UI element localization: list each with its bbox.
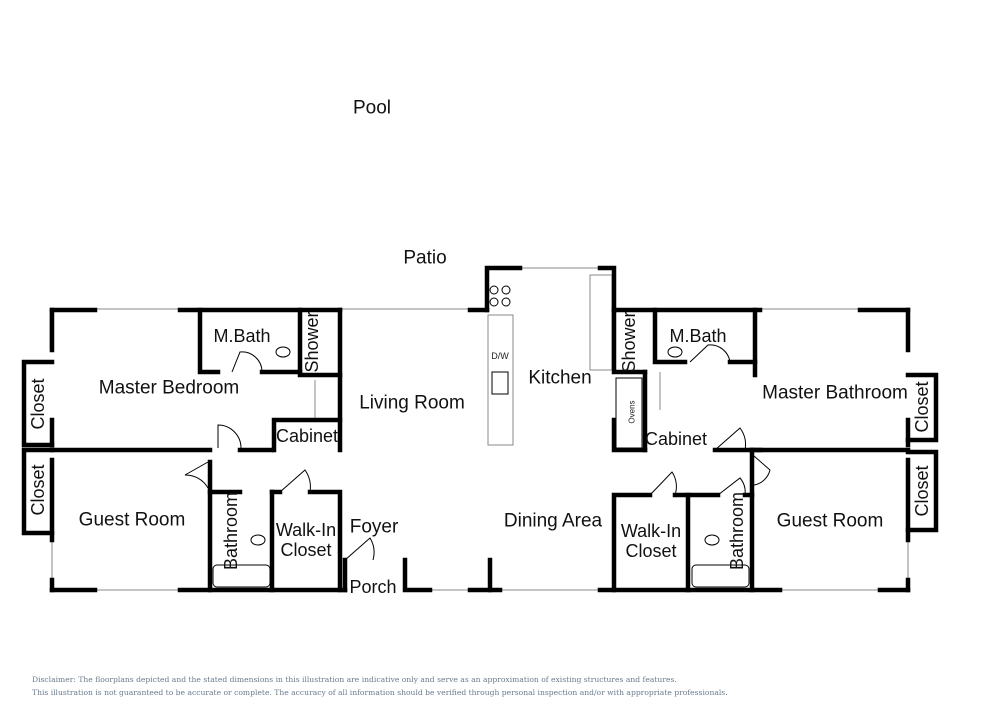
ovens-label: Ovens xyxy=(627,400,637,424)
room-label-living-room: Living Room xyxy=(359,392,465,414)
room-label-master-bedroom: Master Bedroom xyxy=(98,377,240,399)
toilet-left-mbath xyxy=(275,346,291,358)
room-label-bathroom-left: Bathroom xyxy=(221,491,241,571)
room-label-walkin-right: Walk-In Closet xyxy=(620,521,682,561)
door-swings xyxy=(184,344,771,561)
room-label-foyer: Foyer xyxy=(349,516,399,538)
room-label-cabinet-right: Cabinet xyxy=(644,429,708,449)
walls xyxy=(21,265,939,593)
window-lines xyxy=(49,267,909,591)
room-label-porch: Porch xyxy=(349,577,397,597)
room-label-master-bathroom: Master Bathroom xyxy=(762,382,908,404)
stove-burner xyxy=(501,285,511,295)
room-label-closet-master-right: Closet xyxy=(912,381,932,433)
disclaimer: Disclaimer: The floorplans depicted and … xyxy=(32,673,728,699)
kitchen-sink xyxy=(491,371,509,395)
room-label-guest-room-right: Guest Room xyxy=(776,510,884,532)
fixtures xyxy=(212,285,750,588)
room-label-master-bath-right: M.Bath xyxy=(669,326,727,346)
room-label-master-bath-left: M.Bath xyxy=(213,326,271,346)
room-label-guest-room-left: Guest Room xyxy=(78,509,186,531)
disclaimer-line-1: Disclaimer: The floorplans depicted and … xyxy=(32,675,677,684)
room-label-kitchen: Kitchen xyxy=(528,367,592,389)
room-label-walkin-left: Walk-In Closet xyxy=(275,520,337,560)
dishwasher-label: D/W xyxy=(491,351,509,361)
toilet-left-bath xyxy=(250,534,266,546)
stove-burner xyxy=(489,285,499,295)
room-label-cabinet-left: Cabinet xyxy=(275,426,339,446)
room-label-shower-left: Shower xyxy=(302,311,322,373)
room-label-bathroom-right: Bathroom xyxy=(727,491,747,571)
stove-burner xyxy=(489,297,499,307)
stove-burner xyxy=(501,297,511,307)
room-label-closet-master-left: Closet xyxy=(28,378,48,430)
oven-cabinet xyxy=(615,377,643,449)
bathtub-left xyxy=(212,564,271,588)
toilet-right-bath xyxy=(704,534,720,546)
toilet-right-mbath xyxy=(667,346,683,358)
room-label-closet-guest-left: Closet xyxy=(28,464,48,516)
patio-label: Patio xyxy=(403,247,447,269)
pool-label: Pool xyxy=(352,97,392,119)
bathtub-right xyxy=(691,564,750,588)
room-label-dining-area: Dining Area xyxy=(503,510,603,532)
room-label-closet-guest-right: Closet xyxy=(912,465,932,517)
disclaimer-line-2: This illustration is not guaranteed to b… xyxy=(32,688,728,697)
room-label-shower-right: Shower xyxy=(619,311,639,373)
